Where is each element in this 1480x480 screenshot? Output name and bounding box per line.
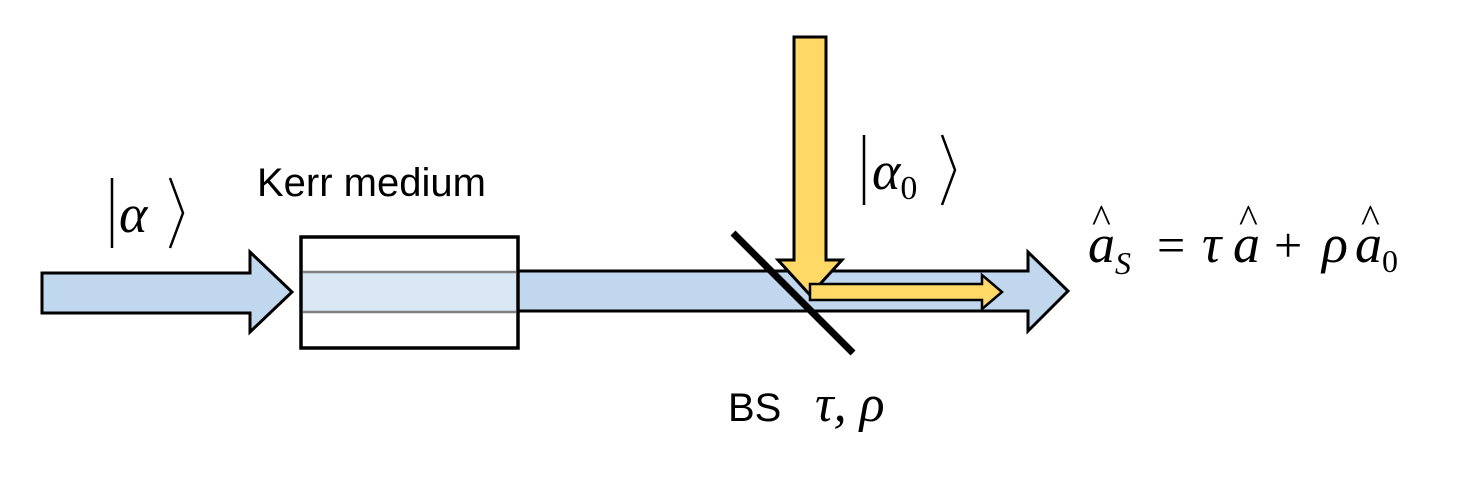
eq-tau: τ (1202, 214, 1223, 274)
eq-a0-subscript: 0 (1382, 243, 1398, 279)
lo-subscript: 0 (900, 170, 917, 207)
ket-right-angle (940, 134, 957, 206)
eq-rho: ρ (1320, 214, 1348, 274)
lo-alpha: α (872, 141, 902, 201)
local-oscillator-reflected-arrow (808, 272, 1004, 312)
kerr-medium-beam-segment (303, 272, 516, 312)
kerr-medium-label: Kerr medium (257, 161, 486, 205)
input-state-symbol: α (119, 184, 149, 244)
local-oscillator-down-arrow (774, 35, 846, 298)
eq-a-s: aS (1088, 214, 1131, 281)
beam-splitter-label: BS (728, 386, 781, 430)
beam-splitter-line (730, 230, 856, 356)
beam-splitter-params: τ, ρ (815, 376, 885, 433)
eq-equals: = (1157, 217, 1185, 273)
eq-hat-2: ^ (1239, 196, 1258, 241)
local-oscillator-symbol: α0 (872, 141, 917, 207)
output-mode-equation: aS ^ = τ a ^ + ρ a0 ^ (1088, 196, 1398, 281)
local-oscillator-label: α0 (862, 134, 957, 207)
input-beam-arrow (40, 248, 295, 336)
input-state-label: α (110, 177, 185, 249)
eq-a0: a0 (1355, 214, 1398, 279)
eq-a: a (1233, 214, 1260, 274)
eq-plus: + (1274, 217, 1302, 273)
eq-a-s-subscript: S (1115, 245, 1131, 281)
eq-a-s-letter: a (1088, 214, 1115, 274)
ket-right-angle (168, 177, 185, 249)
eq-hat-1: ^ (1092, 196, 1111, 241)
eq-hat-3: ^ (1361, 196, 1380, 241)
eq-a0-letter: a (1355, 214, 1382, 274)
